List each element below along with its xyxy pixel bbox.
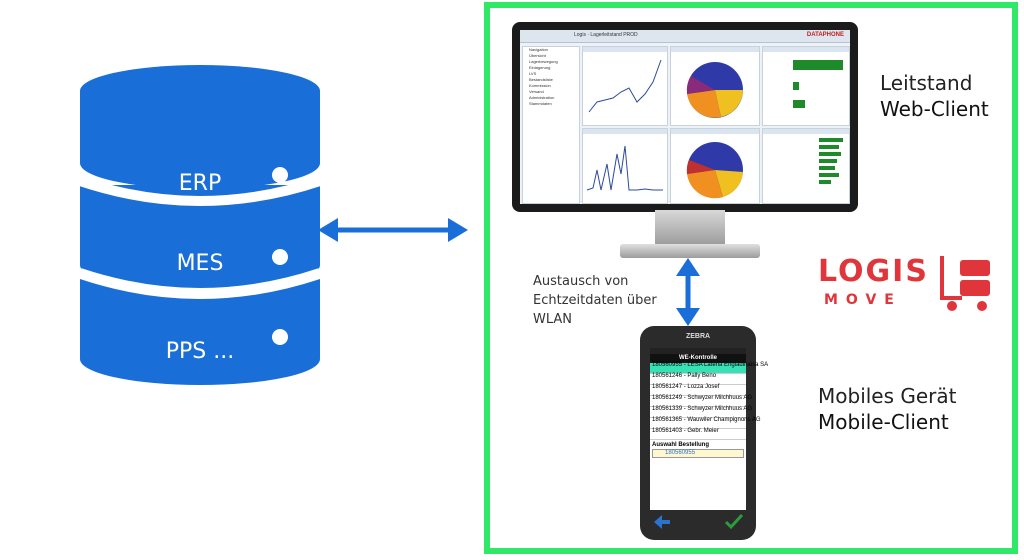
exchange-line: WLAN: [533, 312, 573, 327]
list-item[interactable]: 180561249 - Schwyzer Milchhuus AG: [650, 395, 752, 407]
bar-chart-thumbnail: [793, 60, 843, 108]
list-item[interactable]: 180561365 - Wauwiler Champignons AG: [650, 417, 761, 429]
status-bar: [650, 348, 746, 354]
mes-dot-icon: [272, 249, 288, 265]
mes-label: MES: [176, 251, 224, 276]
selection-input[interactable]: 180560955: [652, 449, 744, 458]
web-client-screen: Logis · Lagerleitstand PROD DATAPHONE Na…: [520, 30, 850, 204]
leitstand-label: Leitstand Web-Client: [880, 70, 989, 122]
logo-sub-text: MOVE: [824, 292, 902, 308]
exchange-line: Austausch von: [533, 274, 629, 289]
pie-chart-tile-2: [670, 128, 760, 204]
list-item[interactable]: 180561403 - Gebr. Meier: [650, 428, 746, 440]
phone-nav-icons: [654, 513, 744, 530]
database-cylinder: ERP MES PPS ...: [78, 65, 322, 385]
line-chart-tile: [582, 46, 668, 126]
selection-label: Auswahl Bestellung: [652, 442, 710, 448]
sidebar-item[interactable]: Stammdaten: [529, 101, 552, 106]
phone-brand: ZEBRA: [685, 333, 711, 340]
sidebar-item[interactable]: Versand: [529, 89, 544, 94]
list-item[interactable]: 180560955 - LESA Latena Engiadinaisa SA: [650, 362, 768, 374]
double-arrow-horizontal-icon: [318, 218, 468, 242]
pie-chart-tile: [670, 46, 760, 126]
sidebar-item[interactable]: LVS: [529, 71, 537, 76]
phone-nav-bar: [650, 512, 746, 532]
monitor-stand: [655, 210, 725, 246]
phone-screen: WE-Kontrolle 180560955 - LESA Latena Eng…: [650, 348, 768, 510]
list-item[interactable]: 180561339 - Schwyzer Milchhuus AG: [650, 406, 752, 418]
leitstand-line1: Leitstand: [880, 71, 973, 95]
exchange-line: Echtzeitdaten über: [533, 293, 657, 308]
erp-dot-icon: [272, 167, 288, 183]
spike-chart-thumbnail: [586, 145, 663, 191]
mobile-label: Mobiles Gerät Mobile-Client: [818, 383, 957, 435]
list-item[interactable]: 180561246 - Pally Beno: [650, 373, 746, 385]
sidebar-item[interactable]: Einlagerung: [529, 65, 551, 70]
erp-label: ERP: [178, 171, 222, 196]
sidebar-item[interactable]: Lagerbewegung: [529, 59, 558, 64]
sidebar-item[interactable]: Kommission: [529, 83, 551, 88]
mobile-line2: Mobile-Client: [818, 410, 949, 434]
client-panel: [484, 2, 1018, 554]
sidebar-item[interactable]: Navigation: [529, 47, 548, 52]
pie-chart-thumbnail-2: [686, 142, 743, 199]
pps-dot-icon: [272, 329, 288, 345]
list-item[interactable]: 180561247 - Lozza Josef: [650, 384, 746, 396]
exchange-text: Austausch von Echtzeitdaten über WLAN: [533, 272, 657, 329]
web-client-sidebar: Navigation Übersicht Lagerbewegung Einla…: [522, 46, 580, 204]
mobile-device: ZEBRA WE-Kontrolle 180560955 - LESA Late…: [640, 326, 768, 540]
spike-chart-tile: [582, 128, 668, 204]
database-icon: [78, 65, 322, 385]
sidebar-item[interactable]: Administration: [529, 95, 555, 100]
monitor-base: [620, 244, 760, 258]
line-chart-thumbnail: [588, 59, 662, 113]
pie-chart-thumbnail: [686, 62, 743, 118]
web-client-title: Logis · Lagerleitstand PROD: [574, 32, 638, 38]
double-arrow-vertical-icon: [676, 258, 700, 326]
table-thumbnail: [819, 138, 843, 184]
sidebar-item[interactable]: Bestandsliste: [529, 77, 553, 82]
mobile-line1: Mobiles Gerät: [818, 384, 957, 408]
web-client-brand: DATAPHONE: [806, 32, 844, 38]
sidebar-item[interactable]: Übersicht: [529, 53, 546, 58]
logis-move-logo: LOGIS MOVE: [818, 252, 998, 314]
web-client-header: Logis · Lagerleitstand PROD DATAPHONE: [520, 30, 850, 43]
back-arrow-icon[interactable]: [654, 515, 670, 529]
table-tile: [762, 128, 850, 204]
forklift-icon: [940, 256, 990, 311]
phone-window-title: WE-Kontrolle: [650, 354, 746, 363]
monitor: Logis · Lagerleitstand PROD DATAPHONE Na…: [512, 22, 858, 212]
bar-chart-tile: [762, 46, 850, 126]
logo-main-text: LOGIS: [818, 254, 929, 289]
pps-label: PPS ...: [165, 339, 235, 364]
confirm-check-icon[interactable]: [724, 513, 744, 530]
leitstand-line2: Web-Client: [880, 97, 989, 121]
